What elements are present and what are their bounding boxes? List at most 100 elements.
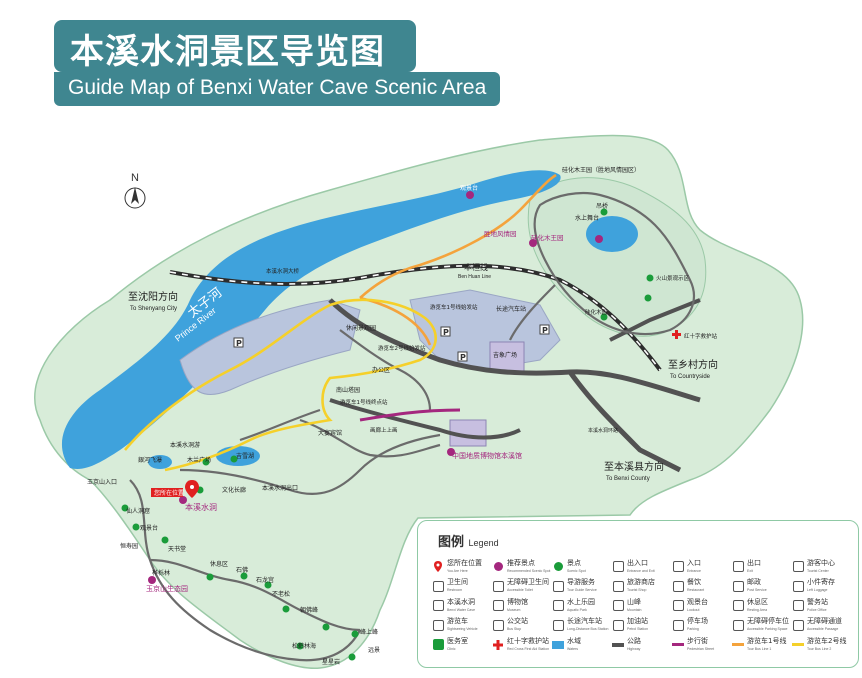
- legend-item-label: 推荐景点: [507, 558, 535, 567]
- svg-text:中国地质博物馆本溪馆: 中国地质博物馆本溪馆: [452, 451, 522, 460]
- svg-text:不老松: 不老松: [272, 590, 290, 598]
- museum-icon: [492, 600, 504, 612]
- legend-item-label-en: Police Office: [807, 607, 827, 612]
- legend-item-label-en: Sightseeing Vehicle: [447, 627, 478, 632]
- legend-item-label: 加油站: [627, 617, 648, 626]
- legend-item-label: 步行街: [687, 636, 708, 645]
- svg-text:木兰广场: 木兰广场: [187, 456, 211, 464]
- legend-item-label-en: Museum: [507, 607, 521, 612]
- legend-item-label-en: Aquatic Park: [567, 607, 587, 612]
- legend-item-label-en: Mountain: [627, 607, 642, 612]
- legend-item-label-en: Lookout: [687, 607, 700, 612]
- dir-country-zh: 至乡村方向: [668, 358, 718, 371]
- vehicle-icon: [432, 619, 444, 631]
- restaurant-icon: [672, 580, 684, 592]
- legend-item-label-en: Restroom: [447, 588, 463, 593]
- page-subtitle: Guide Map of Benxi Water Cave Scenic Are…: [68, 76, 487, 99]
- legend-item-label-en: Benxi Water Cave: [447, 607, 476, 612]
- legend-item-label: 游览车: [447, 617, 468, 626]
- svg-text:吉象广场: 吉象广场: [493, 351, 517, 359]
- legend-item-label-en: Waters: [567, 646, 578, 651]
- svg-text:恒寿园: 恒寿园: [120, 542, 138, 550]
- legend-item-label-en: Tourist Center: [807, 568, 829, 573]
- svg-text:仙人洞窟: 仙人洞窟: [126, 507, 150, 515]
- legend-item-label: 警务站: [807, 597, 828, 606]
- legend-item-label: 休息区: [747, 597, 768, 606]
- svg-text:游览车1号线终点站: 游览车1号线终点站: [340, 398, 388, 406]
- legend-item-label-en: Petrol Station: [627, 627, 649, 632]
- tour-guide-icon: [552, 580, 564, 592]
- mountain-icon: [612, 600, 624, 612]
- tourist-center-icon: [792, 561, 804, 573]
- svg-text:石龙宫: 石龙宫: [256, 576, 274, 584]
- legend-item-label: 无障碍停车位: [747, 617, 789, 626]
- you-are-here-pin-icon: [185, 480, 199, 498]
- legend-item-label: 游览车1号线: [747, 636, 787, 645]
- accessible-parking-icon: [732, 619, 744, 631]
- map-labels: 至沈阳方向 To Shenyang City 至乡村方向 To Countrys…: [87, 166, 718, 666]
- svg-text:长途汽车站: 长途汽车站: [496, 305, 526, 313]
- svg-text:銀河飞瀑: 銀河飞瀑: [138, 456, 162, 464]
- legend-item-label-en: Bus Stop: [507, 627, 522, 632]
- entrance-icon: [672, 561, 684, 573]
- svg-text:游览车1号线始发站: 游览车1号线始发站: [430, 303, 478, 311]
- legend-item-label: 长途汽车站: [567, 617, 602, 626]
- dir-shenyang-en: To Shenyang City: [130, 306, 177, 312]
- water-swatch-icon: [552, 639, 564, 651]
- svg-text:本溪水洞游: 本溪水洞游: [170, 441, 200, 449]
- long-bus-icon: [552, 619, 564, 631]
- location-pin-icon: [432, 560, 444, 573]
- legend-item-label-en: Tourist Shop: [627, 588, 647, 593]
- svg-text:文化长廊: 文化长廊: [222, 486, 246, 494]
- legend-item-label-en: Red Cross First Aid Station: [507, 646, 550, 651]
- pedestrian-street: [359, 408, 461, 422]
- legend-item-label: 无障碍通道: [807, 617, 842, 626]
- legend-item-label: 无障碍卫生间: [507, 578, 549, 587]
- railway-zh: 本桓线: [464, 262, 488, 272]
- legend-item-label: 红十字救护站: [507, 636, 549, 645]
- legend-item-label-en: Entrance and Exit: [627, 568, 655, 573]
- legend-item-label: 邮政: [747, 578, 761, 587]
- legend-item-label: 卫生间: [447, 578, 468, 587]
- legend-item-label: 您所在位置: [447, 558, 482, 567]
- parking-icon: [672, 619, 684, 631]
- luggage-icon: [792, 580, 804, 592]
- legend-item-label-en: Restaurant: [687, 588, 705, 593]
- compass: N: [120, 172, 150, 214]
- svg-text:您所在位置: 您所在位置: [154, 489, 184, 497]
- dir-benxi-en: To Benxi County: [606, 476, 650, 482]
- highway-countryside: [609, 298, 701, 342]
- svg-text:硅化木王园: 硅化木王园: [531, 233, 564, 242]
- railway-line-dash: [169, 265, 661, 371]
- highway-line-icon: [612, 639, 624, 651]
- legend-item-label-en: You Are Here: [447, 568, 468, 573]
- legend-item-label-en: Post Service: [747, 588, 767, 593]
- legend-item-label: 景点: [567, 558, 581, 567]
- legend-item-label-en: Tour Bus Line 2: [807, 646, 832, 651]
- legend-item-label-en: Accessible Passage: [807, 627, 839, 632]
- svg-text:本溪水洞环路: 本溪水洞环路: [588, 427, 618, 434]
- dir-benxi-zh: 至本溪县方向: [604, 460, 664, 473]
- highway-benxi-county: [567, 370, 682, 473]
- legend-item-label-en: Exit: [747, 568, 753, 573]
- legend-item-label: 入口: [687, 558, 701, 567]
- svg-text:星星岩: 星星岩: [322, 658, 340, 666]
- legend-item-label: 公路: [627, 636, 641, 645]
